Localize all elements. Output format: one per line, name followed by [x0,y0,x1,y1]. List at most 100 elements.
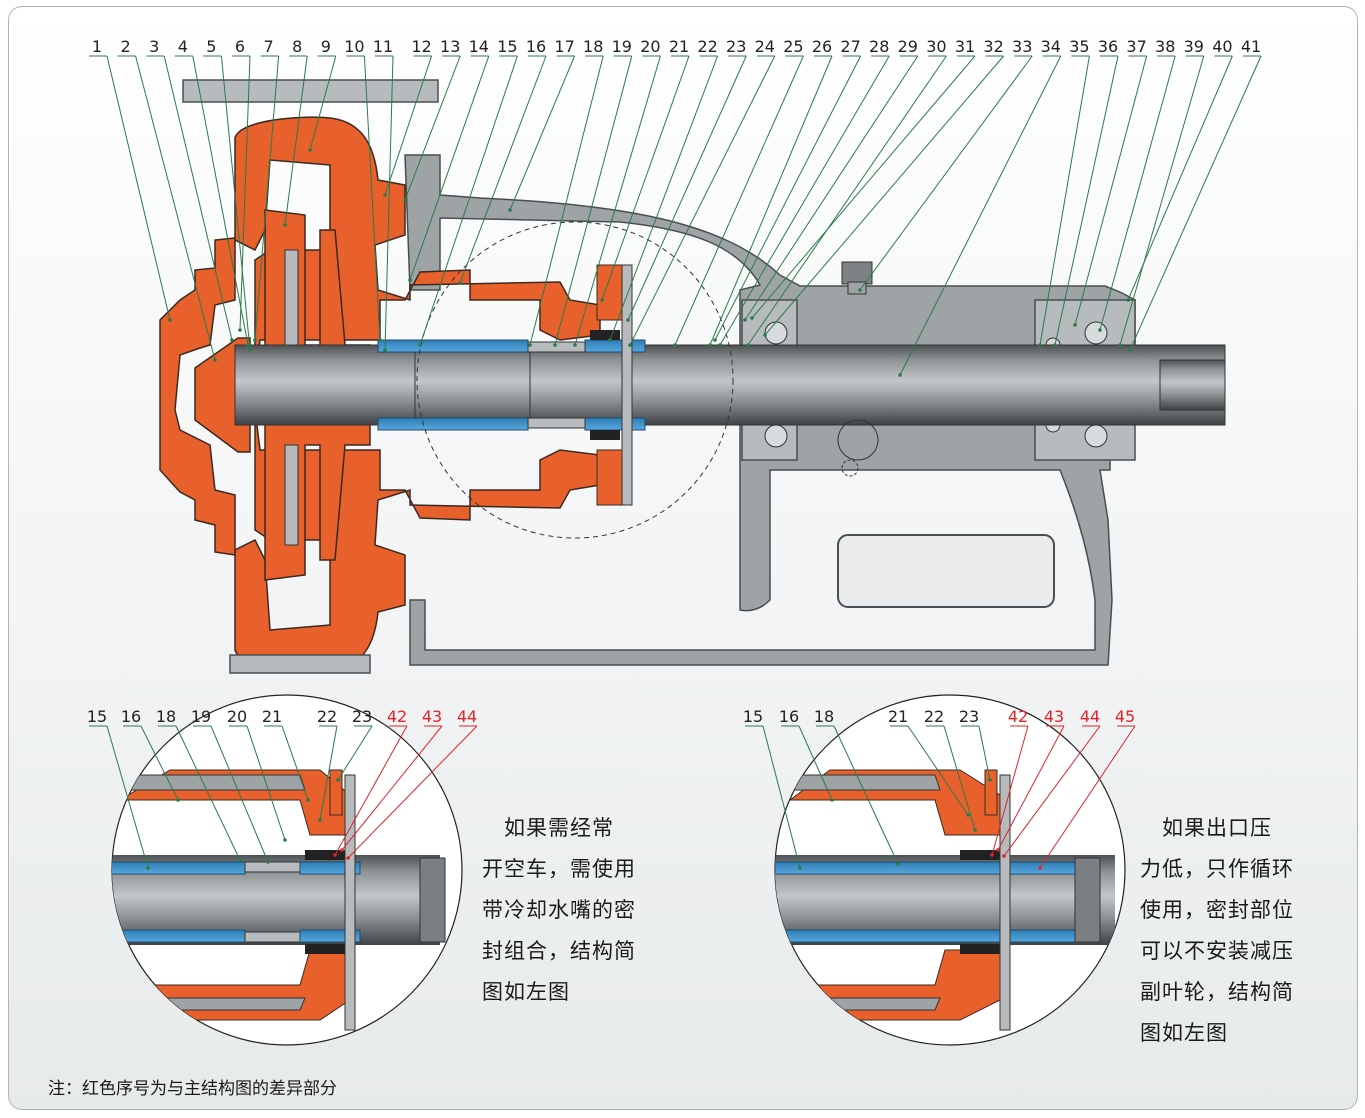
leader-dot [988,778,992,782]
leader-dot [1002,854,1006,858]
leader-dot [1128,348,1132,352]
leader-dot [573,343,577,347]
part-number-label: 38 [1155,37,1175,56]
part-number-label: 43 [1044,707,1064,726]
leader-dot [1073,323,1077,327]
leader-dot [600,298,604,302]
left-note-line: 封组合，结构简 [482,939,636,963]
leader-line [1039,55,1090,346]
part-number-label: 18 [814,707,834,726]
part-number-label: 25 [783,37,803,56]
leader-line [609,55,719,341]
detail-callout-circle [416,221,734,539]
part-number-label: 21 [262,707,282,726]
leader-dot [336,778,340,782]
leader-dot [1118,343,1122,347]
leader-line [337,725,373,781]
part-number-label: 37 [1126,37,1146,56]
leader-dot [996,848,1000,852]
left-note-line: 如果需经常 [482,816,614,840]
leader-line [384,55,394,351]
leader-line [404,55,461,201]
left-note-line: 带冷却水嘴的密 [482,898,636,922]
part-number-label: 21 [888,707,908,726]
leader-dot [626,318,630,322]
part-number-label: 20 [227,707,247,726]
part-number-label: 44 [1080,707,1100,726]
leader-dot [146,866,150,870]
leader-dot [213,358,217,362]
leader-line [334,725,408,856]
part-number-label: 8 [292,37,302,56]
right-note-line: 使用，密封部位 [1140,898,1294,922]
left-note-line: 图如左图 [482,980,570,1004]
part-number-label: 21 [669,37,689,56]
leader-line [719,55,890,346]
part-number-label: 2 [121,37,131,56]
leader-dot [408,278,412,282]
part-number-label: 4 [178,37,188,56]
suction-cover [159,237,236,556]
leader-line [140,725,179,801]
leader-dot [176,798,180,802]
leader-dot [253,338,257,342]
leader-line [459,55,547,284]
seal-rings [590,330,620,440]
part-number-label: 11 [373,37,393,56]
leader-line [246,725,286,841]
part-number-label: 31 [955,37,975,56]
part-number-label: 19 [612,37,632,56]
leader-dot [346,856,350,860]
leader-dot [230,338,234,342]
part-number-label: 23 [726,37,746,56]
leader-line [798,725,833,801]
leader-line [220,55,251,351]
leader-dot [718,343,722,347]
part-number-label: 19 [191,707,211,726]
part-number-label: 23 [352,707,372,726]
leader-dot [896,862,900,866]
part-number-label: 23 [959,707,979,726]
right-note-line: 如果出口压 [1140,816,1272,840]
part-number-label: 36 [1098,37,1118,56]
leader-dot [746,343,750,347]
leader-line [281,725,309,801]
right-note-line: 图如左图 [1140,1021,1228,1045]
part-number-label: 43 [422,707,442,726]
leader-line [751,55,976,319]
leader-line [709,55,833,346]
leader-dot [830,798,834,802]
leader-line [627,55,747,321]
right-note-line: 可以不安装减压 [1140,939,1294,963]
leader-dot [248,348,252,352]
left-note: 如果需经常 开空车，需使用 带冷却水嘴的密 封组合，结构简 图如左图 [482,808,682,1013]
leader-dot [378,338,382,342]
footnote: 注：红色序号为与主结构图的差异部分 [48,1079,337,1099]
part-number-label: 42 [387,707,407,726]
leader-dot [713,338,717,342]
leader-dot [458,281,462,285]
part-number-label: 5 [206,37,216,56]
leader-dot [168,318,172,322]
part-number-label: 12 [411,37,431,56]
leader-dot [238,328,242,332]
leader-dot [628,343,632,347]
oil-plug [841,261,873,285]
leader-line [309,55,337,151]
part-number-label: 42 [1008,707,1028,726]
leader-line [991,725,1029,856]
discharge-flange [182,79,439,103]
leader-dot [403,198,407,202]
leader-line [509,55,576,211]
leader-line [1074,55,1148,326]
leader-line [284,55,308,226]
leader-dot [1126,298,1130,302]
leader-dot [528,343,532,347]
leader-dot [966,813,970,817]
leader-line [135,55,216,361]
leader-line [529,55,604,346]
leader-dot [283,838,287,842]
bearing-ball [764,321,788,345]
